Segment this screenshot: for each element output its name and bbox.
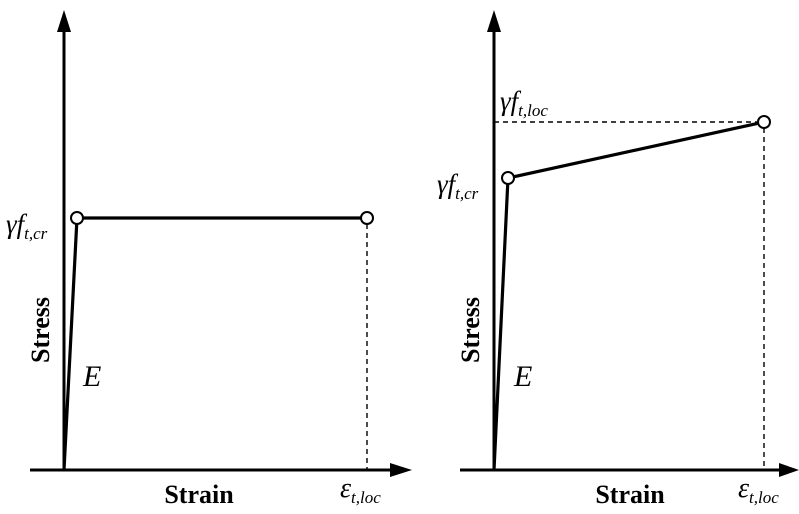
right-x-axis-label: Strain <box>595 480 665 509</box>
left-modulus-label: E <box>82 360 101 393</box>
right-peak-stress-subscript: t,loc <box>518 101 548 120</box>
left-localization-strain-subscript: t,loc <box>351 488 381 507</box>
right-panel: Stress Strain E γft,cr γft,loc εt,loc <box>437 10 799 509</box>
left-localization-point <box>360 211 374 225</box>
left-localization-strain-symbol: ε <box>340 473 351 504</box>
right-cracking-stress-label: γft,cr <box>437 169 479 203</box>
left-localization-strain-label: εt,loc <box>340 473 381 507</box>
left-x-axis-label: Strain <box>164 480 234 509</box>
left-y-axis-arrowhead <box>57 10 71 32</box>
right-localization-strain-symbol: ε <box>738 473 749 504</box>
left-x-axis-arrowhead <box>390 463 412 477</box>
right-stress-strain-curve <box>492 120 765 471</box>
right-localization-point <box>757 115 771 129</box>
right-localization-strain-label: εt,loc <box>738 473 779 507</box>
left-cracking-stress-symbol: γf <box>6 209 28 239</box>
right-cracking-point <box>501 171 515 185</box>
right-y-axis-label: Stress <box>456 297 485 363</box>
left-y-axis-label: Stress <box>26 297 55 363</box>
right-peak-stress-symbol: γf <box>500 86 522 116</box>
right-peak-stress-label: γft,loc <box>500 86 548 120</box>
right-x-axis-arrowhead <box>779 463 799 477</box>
left-panel: Stress Strain E γft,cr εt,loc <box>6 10 412 509</box>
left-cracking-stress-subscript: t,cr <box>24 224 48 243</box>
right-localization-strain-subscript: t,loc <box>749 488 779 507</box>
right-cracking-stress-symbol: γf <box>437 169 459 199</box>
right-cracking-stress-subscript: t,cr <box>455 184 479 203</box>
left-stress-strain-curve <box>62 216 367 471</box>
left-cracking-stress-label: γft,cr <box>6 209 48 243</box>
right-y-axis-arrowhead <box>487 10 501 32</box>
left-cracking-point <box>70 211 84 225</box>
right-modulus-label: E <box>513 360 532 393</box>
